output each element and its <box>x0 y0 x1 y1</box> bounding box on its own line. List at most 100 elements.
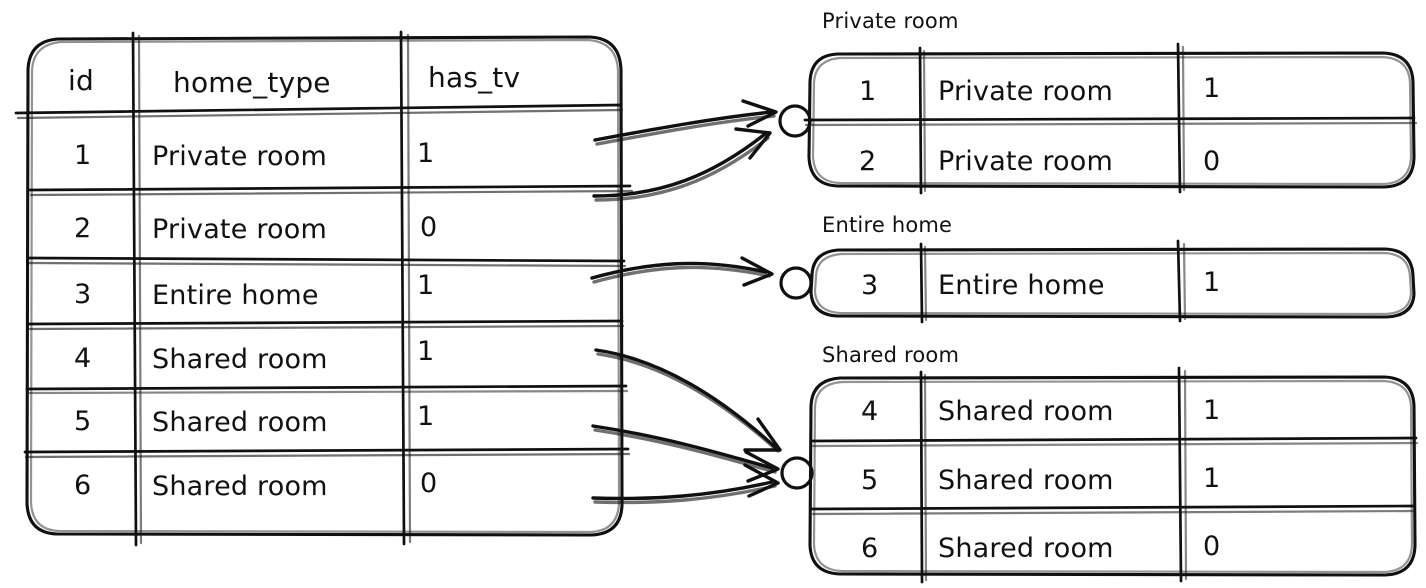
group-private-room-frame <box>807 51 1416 189</box>
group-private-room-frame-echo <box>811 55 1413 186</box>
group-label-private-room: Private room <box>822 9 959 33</box>
arrow-row6-to-shared-room <box>591 463 780 505</box>
group-cell-id: 2 <box>859 146 876 177</box>
group-cell-has-tv: 1 <box>1203 463 1220 494</box>
group-cell-has-tv: 0 <box>1203 531 1220 562</box>
group-shared-room-col-divider-1-echo <box>923 373 928 582</box>
source-header-home-type: home_type <box>173 66 331 99</box>
table-row: 5 Shared room 1 <box>74 401 434 438</box>
table-row: 6 Shared room 0 <box>861 531 1220 564</box>
group-entire-home-col-divider-2-echo <box>1182 242 1187 321</box>
source-cell-id: 3 <box>74 279 91 310</box>
group-shared-room-frame-echo <box>812 379 1414 574</box>
group-cell-home-type: Entire home <box>938 270 1105 301</box>
arrow-row2-to-private-room <box>592 127 772 202</box>
table-row: 3 Entire home 1 <box>74 270 434 311</box>
source-cell-home-type: Private room <box>152 141 327 172</box>
group-shared-room-row-divider-2-echo <box>811 509 1417 516</box>
source-cell-id: 2 <box>74 213 91 244</box>
group-cell-home-type: Shared room <box>938 533 1114 564</box>
group-shared-room-col-divider-2 <box>1177 366 1183 583</box>
group-entire-home-col-divider-1 <box>919 242 924 324</box>
source-cell-id: 4 <box>74 343 91 374</box>
group-shared-room-row-divider-2 <box>810 504 1416 511</box>
arrow-row1-to-private-room <box>593 99 778 146</box>
group-cell-home-type: Private room <box>938 76 1113 107</box>
source-row-divider-1-echo <box>29 189 634 197</box>
source-cell-home-type: Shared room <box>152 344 328 375</box>
group-shared-room-col-divider-2-echo <box>1183 369 1188 581</box>
group-cell-id: 3 <box>861 270 878 301</box>
group-cell-has-tv: 1 <box>1203 73 1220 104</box>
table-row: 2 Private room 0 <box>859 146 1220 177</box>
source-header-divider-echo <box>16 108 624 120</box>
group-cell-id: 4 <box>861 396 878 427</box>
group-cell-has-tv: 1 <box>1203 395 1220 426</box>
table-row: 4 Shared room 1 <box>74 336 434 375</box>
source-table-frame <box>25 35 624 537</box>
source-row-divider-2 <box>26 256 626 263</box>
join-circle-shared-room <box>780 456 814 490</box>
join-circle-private-room <box>778 104 812 138</box>
arrow-row5-to-shared-room <box>591 424 780 483</box>
group-cell-id: 1 <box>859 76 876 107</box>
source-cell-home-type: Shared room <box>152 407 328 438</box>
group-cell-has-tv: 1 <box>1203 267 1220 298</box>
group-entire-home-frame <box>809 247 1416 319</box>
source-row-divider-4-echo <box>26 389 629 395</box>
connectors <box>590 99 782 505</box>
source-row-divider-3 <box>27 319 624 326</box>
source-cell-has-tv: 0 <box>420 468 437 499</box>
table-row: 3 Entire home 1 <box>861 267 1220 301</box>
group-private-room-row-divider <box>803 116 1416 122</box>
group-table-private-room: Private room 1 Private room 1 2 Private … <box>778 9 1418 195</box>
source-header-has-tv: has_tv <box>428 61 520 94</box>
group-label-shared-room: Shared room <box>822 343 959 367</box>
source-row-divider-5-echo <box>24 452 631 459</box>
source-cell-has-tv: 1 <box>417 401 434 432</box>
source-cell-has-tv: 1 <box>417 336 434 367</box>
source-row-divider-4 <box>25 384 628 391</box>
source-row-divider-1 <box>28 184 632 192</box>
source-row-divider-2-echo <box>27 261 627 268</box>
group-shared-room-frame <box>808 375 1417 577</box>
join-circle-entire-home <box>779 266 813 300</box>
group-cell-id: 6 <box>861 533 878 564</box>
table-row: 1 Private room 1 <box>859 73 1220 107</box>
source-cell-home-type: Private room <box>152 214 327 245</box>
arrow-row3-to-entire-home <box>590 256 774 287</box>
source-table-frame-echo <box>29 38 621 534</box>
source-cell-has-tv: 1 <box>417 138 434 169</box>
group-private-room-col-divider-1-echo <box>922 49 927 193</box>
source-row-divider-3-echo <box>28 324 625 331</box>
arrow-row4-to-shared-room <box>594 348 782 453</box>
source-cell-has-tv: 1 <box>417 270 434 301</box>
group-label-entire-home: Entire home <box>822 213 952 237</box>
group-cell-id: 5 <box>861 465 878 496</box>
group-cell-home-type: Private room <box>938 146 1113 177</box>
group-table-shared-room: Shared room 4 Shared room 1 5 Shared roo… <box>780 343 1419 584</box>
group-entire-home-col-divider-2 <box>1176 239 1182 323</box>
source-col-divider-1 <box>131 31 138 547</box>
source-cell-has-tv: 0 <box>420 212 437 243</box>
source-col-divider-2-echo <box>406 33 412 544</box>
table-row: 2 Private room 0 <box>74 212 437 245</box>
source-row-divider-5 <box>23 447 630 454</box>
source-cell-home-type: Entire home <box>152 280 319 311</box>
source-table: id home_type has_tv 1 Private room 1 2 P… <box>14 30 634 547</box>
table-row: 1 Private room 1 <box>74 138 434 172</box>
group-shared-room-row-divider-1-echo <box>811 441 1419 448</box>
group-shared-room-row-divider-1 <box>810 436 1418 443</box>
source-col-divider-2 <box>399 30 406 546</box>
group-private-room-row-divider-echo <box>804 121 1418 127</box>
table-row: 6 Shared room 0 <box>74 468 437 502</box>
group-cell-home-type: Shared room <box>938 396 1114 427</box>
source-header-id: id <box>68 64 94 97</box>
group-cell-has-tv: 0 <box>1203 146 1220 177</box>
table-row: 4 Shared room 1 <box>861 395 1220 427</box>
table-row: 5 Shared room 1 <box>861 463 1220 496</box>
source-header-divider <box>14 103 622 115</box>
source-cell-home-type: Shared room <box>152 471 328 502</box>
group-table-entire-home: Entire home 3 Entire home 1 <box>779 213 1416 324</box>
